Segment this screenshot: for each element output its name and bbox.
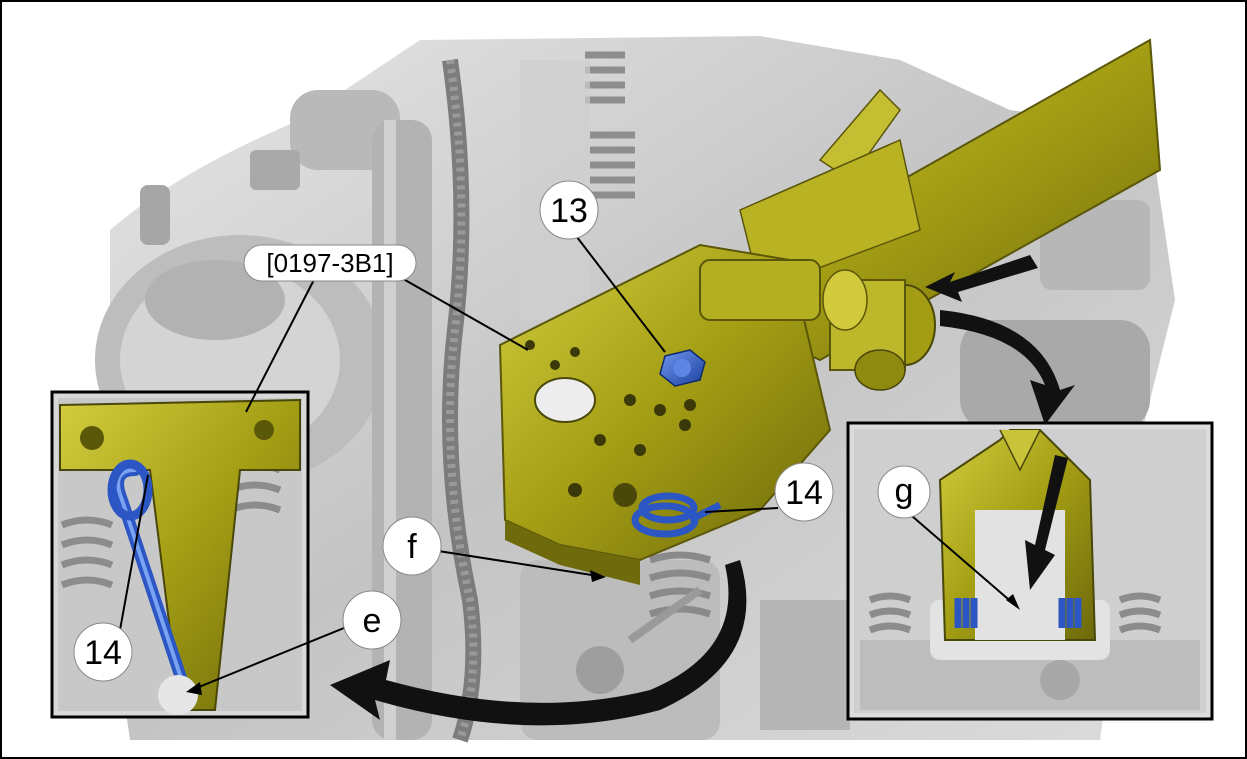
callout-e: e [342,590,402,650]
callout-g-text: g [895,472,914,510]
arrows [330,255,1075,726]
tool-code-text: [0197-3B1] [266,248,393,278]
leader-lines [119,227,1016,690]
callout-13: 13 [539,180,599,240]
callout-f-text: f [407,528,417,566]
leader-arrowheads [186,570,1020,695]
bolt-13 [659,349,706,387]
callout-14-inset-text: 14 [84,634,122,672]
callout-e-text: e [363,602,382,640]
callout-13-text: 13 [550,192,588,230]
callout-14-inset: 14 [73,622,133,682]
callout-tool-code: [0197-3B1] [243,244,417,282]
callout-14-main-text: 14 [785,474,823,512]
curve-arrow-left [330,560,747,726]
curve-arrow-right [940,310,1075,425]
special-tool [498,38,1162,585]
callout-14-main: 14 [774,462,834,522]
inset-arrow-down [1025,455,1068,590]
spring-14-main [631,492,722,538]
callout-f: f [382,516,442,576]
callout-g: g [877,465,931,519]
push-arrow [925,255,1038,302]
